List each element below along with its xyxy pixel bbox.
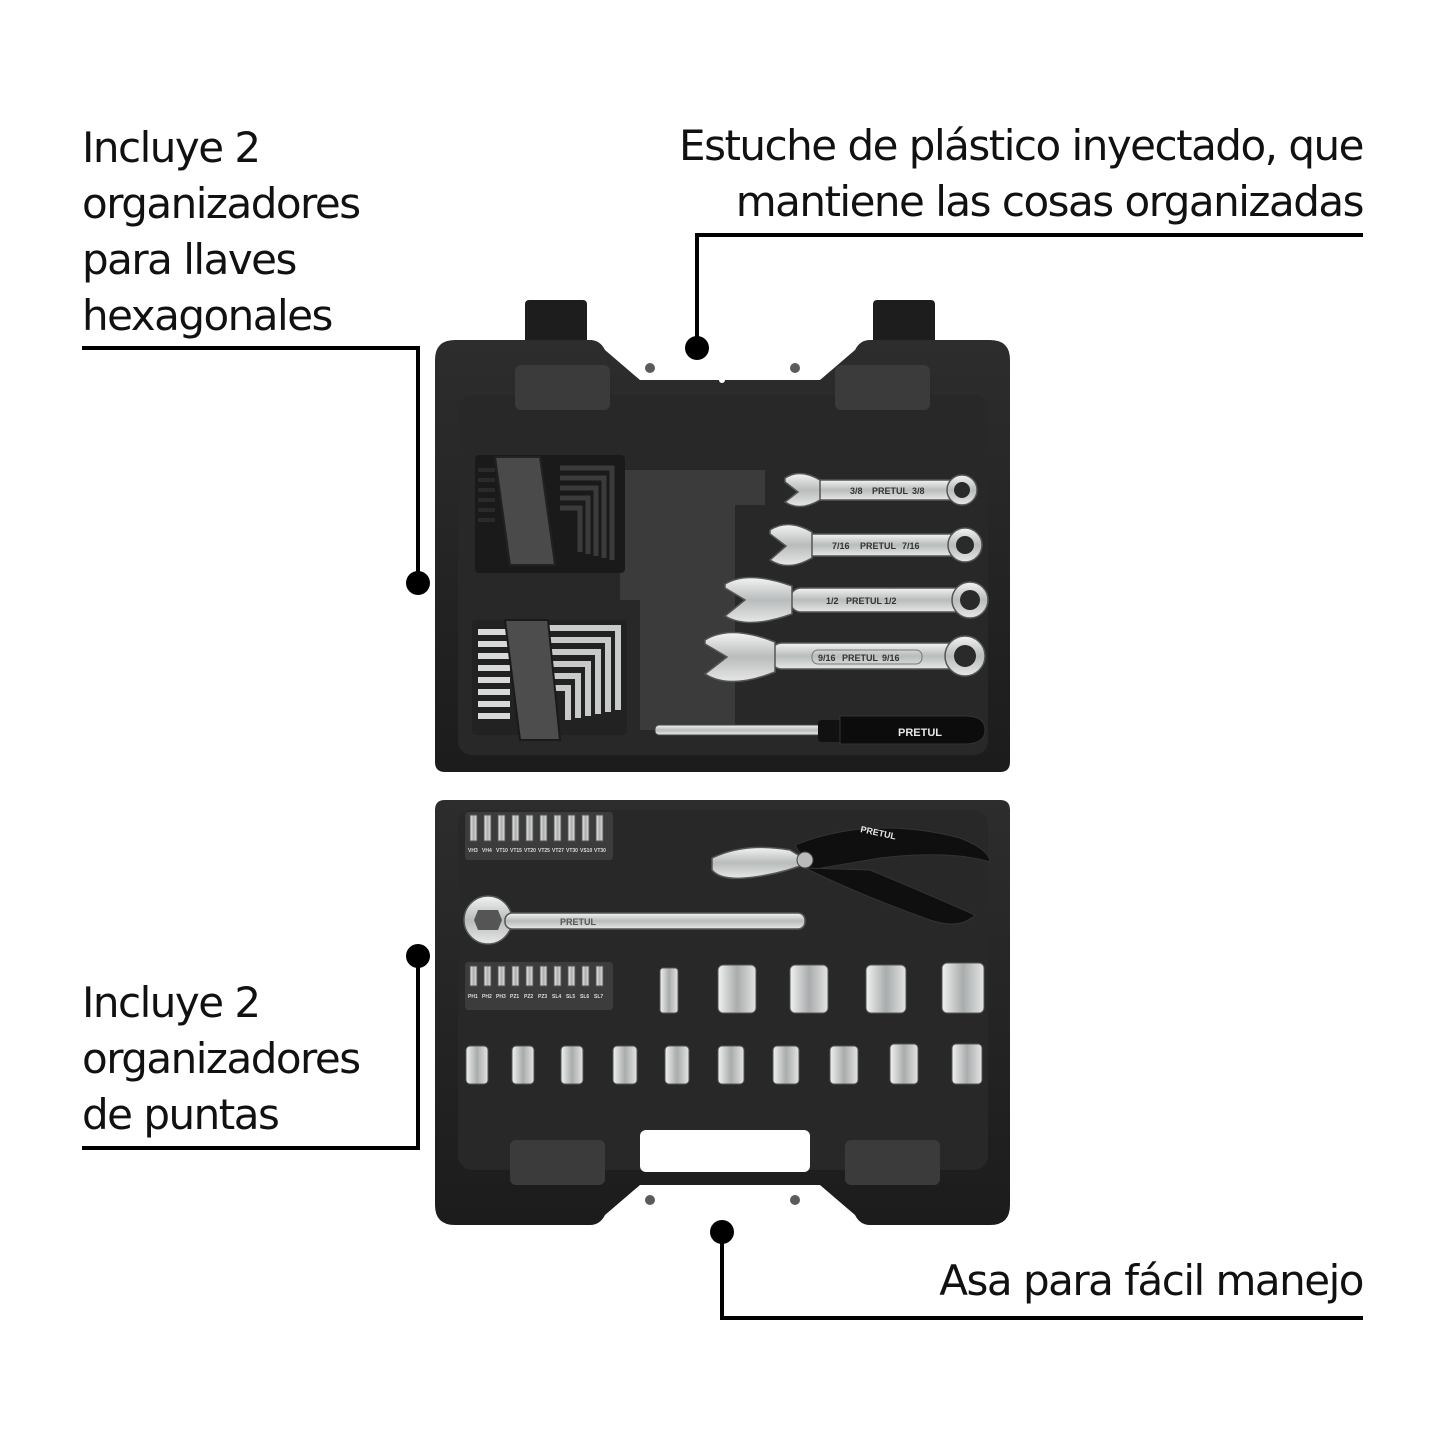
- bit-label: VT25: [538, 848, 550, 854]
- bit-label: VT10: [496, 848, 508, 854]
- bit-label: VH4: [482, 848, 492, 854]
- socket: [560, 1045, 584, 1085]
- case-base: VH3 VH4 VT10 VT15 VT20 VT25 VT27 VT30 VS…: [435, 800, 1010, 1225]
- bit-label: VH3: [468, 848, 478, 854]
- bit-label: VT30: [566, 848, 578, 854]
- wrench-3-size-left: 1/2: [826, 596, 839, 606]
- callout-bit-organizers: Incluye 2 organizadores de puntas: [82, 978, 361, 1139]
- leader-dot-case: [685, 336, 709, 360]
- latch-left: [525, 300, 587, 350]
- socket-adapter: [659, 967, 679, 1014]
- wrench-7-16: 7/16 PRETUL 7/16: [768, 523, 983, 567]
- wrench-9-16: 9/16 PRETUL 9/16: [703, 631, 986, 683]
- bit-label: PH3: [496, 994, 506, 1000]
- bit-label: PH1: [468, 994, 478, 1000]
- bit-label: VS10: [580, 848, 592, 854]
- bit-label: VT27: [552, 848, 564, 854]
- leader-line-bits: [82, 958, 420, 1150]
- socket: [889, 1043, 919, 1085]
- socket: [717, 1045, 745, 1085]
- bit-label: VT30: [594, 848, 606, 854]
- ratchet-brand: PRETUL: [560, 917, 597, 927]
- wrench-4-size-right: 9/16: [882, 653, 900, 663]
- wrench-3-brand: PRETUL: [846, 596, 883, 606]
- hex-key-organizer-1: [475, 455, 625, 573]
- leader-line-hex: [82, 346, 420, 580]
- bit-label: VT15: [510, 848, 522, 854]
- socket: [941, 962, 985, 1014]
- wrench-3-8: 3/8 PRETUL 3/8: [783, 472, 978, 508]
- screwdriver-brand: PRETUL: [898, 727, 942, 739]
- pliers: PRETUL: [711, 824, 991, 925]
- socket: [664, 1045, 690, 1085]
- wrench-1-size-left: 3/8: [850, 486, 863, 496]
- bit-label: PH2: [482, 994, 492, 1000]
- bit-label: VT20: [524, 848, 536, 854]
- bit-organizer-2: PH1 PH2 PH3 PZ1 PZ2 PZ3 SL4 SL5 SL6 SL7: [465, 962, 613, 1010]
- wrench-2-size-left: 7/16: [832, 541, 850, 551]
- socket: [612, 1045, 638, 1085]
- bit-label: SL5: [566, 994, 575, 1000]
- socket: [951, 1043, 983, 1085]
- callout-easy-handle: Asa para fácil manejo: [939, 1256, 1364, 1305]
- socket: [717, 964, 757, 1014]
- bit-label: PZ2: [524, 994, 533, 1000]
- callout-hex-key-organizers: Incluye 2 organizadores para llaves hexa…: [82, 123, 361, 340]
- wrench-3-size-right: 1/2: [884, 596, 897, 606]
- leader-line-case: [695, 233, 1363, 348]
- ratchet: PRETUL: [463, 895, 806, 945]
- wrench-1-brand: PRETUL: [872, 486, 909, 496]
- bit-label: SL4: [552, 994, 561, 1000]
- wrench-4-brand: PRETUL: [842, 653, 879, 663]
- bit-label: SL7: [594, 994, 603, 1000]
- hex-key-organizer-2: [472, 619, 627, 741]
- socket: [772, 1045, 800, 1085]
- socket-row-large: [659, 962, 985, 1014]
- wrench-2-brand: PRETUL: [860, 541, 897, 551]
- leader-dot-hex: [406, 571, 430, 595]
- latch-right: [873, 300, 935, 350]
- wrench-4-size-left: 9/16: [818, 653, 836, 663]
- socket: [865, 964, 907, 1014]
- wrench-2-size-right: 7/16: [902, 541, 920, 551]
- socket: [829, 1045, 859, 1085]
- bit-label: SL6: [580, 994, 589, 1000]
- socket: [511, 1045, 535, 1085]
- bit-label: PZ3: [538, 994, 547, 1000]
- leader-dots: [406, 336, 734, 1244]
- base-handle-slot: [640, 1130, 810, 1172]
- bit-organizer-1: VH3 VH4 VT10 VT15 VT20 VT25 VT27 VT30 VS…: [465, 812, 613, 860]
- hex-key-holder-2: [503, 619, 562, 741]
- leader-line-handle: [720, 1232, 1363, 1320]
- wrench-1-size-right: 3/8: [912, 486, 925, 496]
- leader-dot-bits: [406, 944, 430, 968]
- leader-lines: [82, 233, 1363, 1320]
- socket: [789, 964, 829, 1014]
- callout-plastic-case: Estuche de plástico inyectado, que manti…: [679, 121, 1364, 226]
- wrench-set: 3/8 PRETUL 3/8 7/16 PRETUL 7/16 1/2: [703, 472, 989, 683]
- socket: [465, 1045, 489, 1085]
- case-lid: 3/8 PRETUL 3/8 7/16 PRETUL 7/16 1/2: [435, 300, 1010, 772]
- screwdriver: PRETUL: [654, 715, 986, 745]
- leader-dot-handle: [710, 1220, 734, 1244]
- socket-row-small: [465, 1043, 983, 1085]
- bit-label: PZ1: [510, 994, 519, 1000]
- hex-key-holder-1: [493, 456, 557, 566]
- wrench-1-2: 1/2 PRETUL 1/2: [723, 576, 989, 624]
